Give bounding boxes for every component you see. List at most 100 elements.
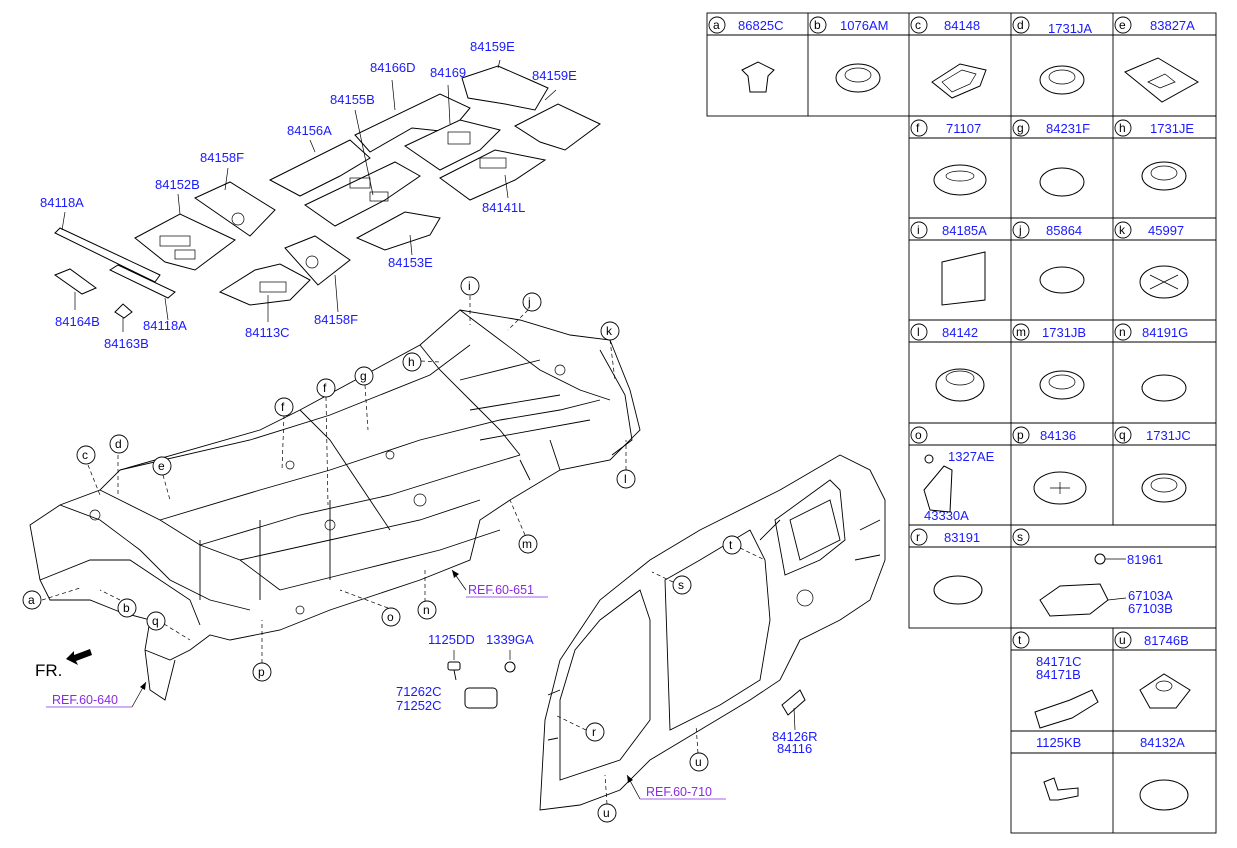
cell-letter: b xyxy=(814,18,821,32)
side-body-panel xyxy=(539,454,886,811)
part-label: 84156A xyxy=(287,123,332,138)
cell-part-number: 84171B xyxy=(1036,667,1081,682)
callout-letter: f xyxy=(281,400,285,414)
part-label: 84158F xyxy=(200,150,244,165)
part-label: 84118A xyxy=(40,195,84,210)
cell-letter: d xyxy=(1017,18,1024,32)
cell-letter: i xyxy=(917,223,920,237)
cell-letter: h xyxy=(1119,121,1126,135)
ref-link[interactable]: REF.60-640 xyxy=(52,693,118,707)
part-label: 84152B xyxy=(155,177,200,192)
cell-part-number: 67103B xyxy=(1128,601,1173,616)
cell-letter: o xyxy=(915,428,922,442)
cell-part-number: 84142 xyxy=(942,325,978,340)
cell-part-number: 84136 xyxy=(1040,428,1076,443)
callout-letter: j xyxy=(527,295,531,309)
table-part-sketches xyxy=(741,57,1199,811)
part-label: 84166D xyxy=(370,60,416,75)
ref-link[interactable]: REF.60-651 xyxy=(468,583,534,597)
floor-mats xyxy=(53,59,601,332)
part-label: 84159E xyxy=(532,68,577,83)
callout-letter: u xyxy=(695,755,702,769)
callout-letter: b xyxy=(123,601,130,615)
callouts: a b c d e f f g h i j k l m n o p q r xyxy=(22,276,766,823)
cell-letter: j xyxy=(1018,223,1022,237)
part-label: 84169 xyxy=(430,65,466,80)
callout-letter: f xyxy=(323,381,327,395)
cell-part-number: 84171C xyxy=(1036,654,1082,669)
part-label: 84113C xyxy=(245,325,290,340)
ref-link[interactable]: REF.60-710 xyxy=(646,785,712,799)
cell-letter: a xyxy=(713,18,720,32)
clip-icon xyxy=(741,61,775,93)
part-label: 84153E xyxy=(388,255,433,270)
callout-letter: n xyxy=(423,603,430,617)
cell-letter: p xyxy=(1017,428,1024,442)
cell-part-number: 1731JB xyxy=(1042,325,1086,340)
cell-letter: l xyxy=(917,325,920,339)
cell-letter: f xyxy=(916,121,920,135)
callout-letter: a xyxy=(28,593,35,607)
cell-part-number: 71107 xyxy=(946,121,981,136)
part-label: 84158F xyxy=(314,312,358,327)
cell-letter: e xyxy=(1119,18,1126,32)
callout-letter: i xyxy=(468,279,471,293)
callout-letter: p xyxy=(258,665,265,679)
cell-part-number: 84231F xyxy=(1046,121,1090,136)
callout-letter: k xyxy=(606,324,613,338)
part-label: 84141L xyxy=(482,200,525,215)
callout-letter: t xyxy=(729,538,733,552)
part-label: 84116 xyxy=(777,741,812,756)
callout-letter: r xyxy=(592,725,596,739)
cell-part-number: 1076AM xyxy=(840,18,888,33)
cell-letter: c xyxy=(915,18,921,32)
front-direction-indicator: FR. xyxy=(35,649,92,680)
callout-letter: e xyxy=(158,459,165,473)
cell-part-number: 84185A xyxy=(942,223,987,238)
part-label: 84118A xyxy=(143,318,187,333)
callout-letter: u xyxy=(603,806,610,820)
callout-letter: q xyxy=(152,614,159,628)
reference-links: REF.60-651 REF.60-640 REF.60-710 xyxy=(46,569,726,800)
part-label: 84159E xyxy=(470,39,515,54)
callout-letter: m xyxy=(522,537,532,551)
callout-letter: s xyxy=(678,578,684,592)
part-label: 84126R xyxy=(772,729,818,744)
part-label: 84164B xyxy=(55,314,100,329)
part-label: 71262C xyxy=(396,684,442,699)
front-label: FR. xyxy=(35,661,62,680)
cell-part-number: 86825C xyxy=(738,18,784,33)
callout-letter: c xyxy=(82,448,88,462)
cell-letter: g xyxy=(1017,121,1024,135)
cell-part-number: 1731JE xyxy=(1150,121,1194,136)
underbody-floor xyxy=(29,309,641,701)
cell-letter: t xyxy=(1018,633,1022,647)
cell-part-number: 83191 xyxy=(944,530,980,545)
cell-part-number: 1731JC xyxy=(1146,428,1191,443)
parts-table xyxy=(706,12,1217,834)
cell-letter: s xyxy=(1017,530,1023,544)
part-label: 84163B xyxy=(104,336,149,351)
cell-letter: n xyxy=(1119,325,1126,339)
callout-letter: o xyxy=(387,610,394,624)
cell-part-number: 81961 xyxy=(1127,552,1163,567)
cell-letter: u xyxy=(1119,633,1126,647)
cell-part-number: 85864 xyxy=(1046,223,1082,238)
cell-part-number: 1125KB xyxy=(1036,735,1081,750)
cell-part-number: 1327AE xyxy=(948,449,995,464)
cell-part-number: 1731JA xyxy=(1048,21,1092,36)
fasteners xyxy=(447,650,516,709)
table-headers: a 86825C b 1076AM c 84148 d 1731JA e 838… xyxy=(708,16,1195,750)
part-label: 84155B xyxy=(330,92,375,107)
cell-part-number: 84132A xyxy=(1140,735,1185,750)
mat-part-labels: 84159E 84166D 84169 84159E 84155B 84156A… xyxy=(40,39,577,351)
callout-letter: g xyxy=(360,369,367,383)
cell-letter: q xyxy=(1119,428,1126,442)
cell-letter: k xyxy=(1119,223,1126,237)
part-label: 71252C xyxy=(396,698,442,713)
callout-letter: d xyxy=(115,437,122,451)
cell-part-number: 84191G xyxy=(1142,325,1188,340)
cell-letter: m xyxy=(1016,325,1026,339)
callout-letter: h xyxy=(408,355,415,369)
